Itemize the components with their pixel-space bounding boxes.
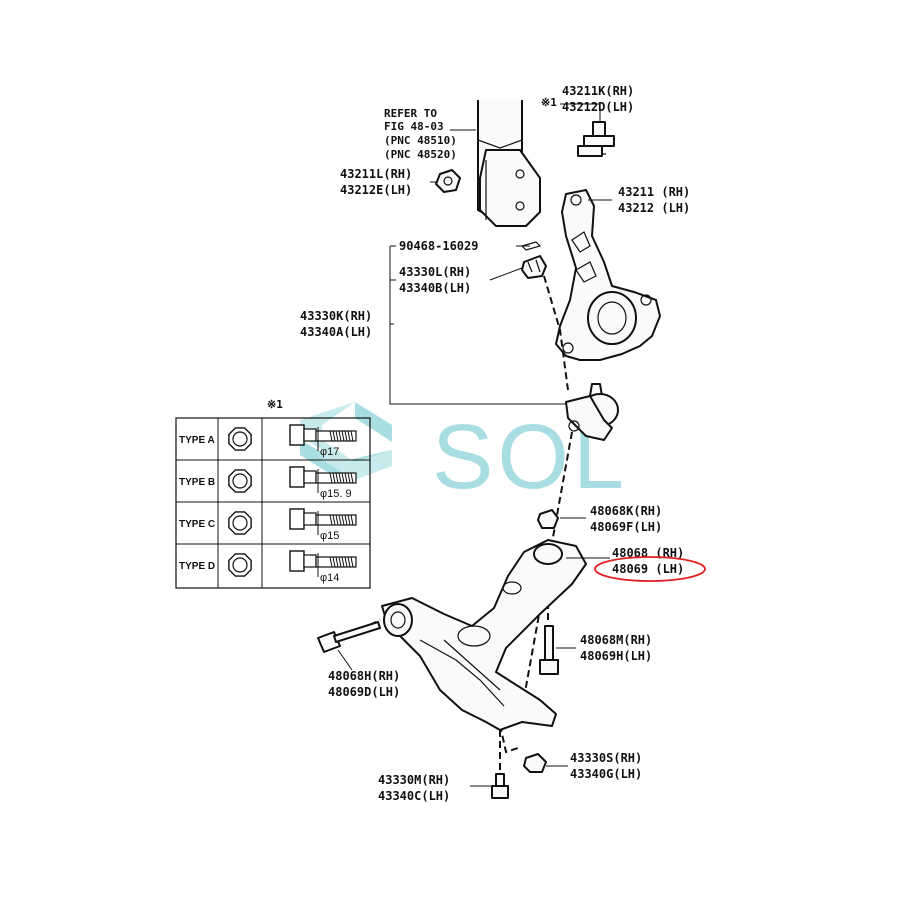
steering-knuckle-part	[555, 189, 661, 361]
callout-castle-nut: 43330L(RH) 43340B(LH)	[399, 265, 471, 295]
callout-bolt-bottom-rh: 43330M(RH)	[378, 773, 450, 787]
highlight-circle	[594, 556, 706, 582]
bolt-diameter: φ14	[320, 572, 339, 584]
type-table-row: TYPE C φ15	[179, 508, 357, 542]
callout-arm-bolt-front-lh: 48069D(LH)	[328, 685, 400, 699]
assembly-path-bottom	[499, 724, 519, 754]
lower-control-arm-part	[381, 539, 587, 731]
callout-arm-bolt-rear-lh: 48069H(LH)	[580, 649, 652, 663]
assembly-path-upper	[543, 275, 569, 391]
refer-note-line2: FIG 48-03	[384, 120, 444, 133]
callout-nut-bottom-lh: 43340G(LH)	[570, 767, 642, 781]
callout-knuckle-lh: 43212 (LH)	[618, 201, 690, 215]
type-label: TYPE A	[179, 435, 215, 446]
nut-face-icon	[228, 553, 252, 577]
callout-bolt-top-rh: 43211K(RH)	[562, 84, 634, 98]
callout-lower-arm: 48068 (RH) 48069 (LH)	[594, 546, 706, 582]
callout-knuckle: 43211 (RH) 43212 (LH)	[618, 185, 690, 215]
arm-bolt-rear-part	[539, 625, 559, 675]
callout-nut-strut-rh: 43211L(RH)	[340, 167, 412, 181]
callout-ball-joint-lh: 43340A(LH)	[300, 325, 372, 339]
callout-nut-strut-lh: 43212E(LH)	[340, 183, 412, 197]
bolt-diameter: φ17	[320, 446, 339, 458]
callout-nut-bottom-rh: 43330S(RH)	[570, 751, 642, 765]
bolt-side-icon	[289, 550, 357, 577]
bolt-bottom-part	[491, 773, 509, 799]
callout-lower-arm-rh: 48068 (RH)	[612, 546, 684, 560]
type-label: TYPE D	[179, 561, 215, 572]
callout-cotter-pin: 90468-16029	[399, 239, 478, 253]
refer-note-line1: REFER TO	[384, 107, 437, 120]
callout-bolt-top-lh: 43212D(LH)	[562, 100, 634, 114]
type-table-row: TYPE D φ14	[179, 550, 357, 584]
type-table-frame	[175, 417, 371, 589]
callout-bolt-bottom: 43330M(RH) 43340C(LH)	[378, 773, 450, 803]
type-label: TYPE B	[179, 477, 215, 488]
bolt-diameter: φ15. 9	[320, 488, 352, 500]
callout-ball-joint-rh: 43330K(RH)	[300, 309, 372, 323]
callout-arm-bolt-front-rh: 48068H(RH)	[328, 669, 400, 683]
leader-lines	[337, 103, 612, 787]
type-table-row: TYPE B φ15. 9	[179, 466, 357, 500]
callout-lower-arm-lh: 48069 (LH)	[612, 562, 684, 576]
note-marker-top: ※1	[541, 96, 557, 109]
callout-arm-bolt-front: 48068H(RH) 48069D(LH)	[328, 669, 400, 699]
type-label: TYPE C	[179, 519, 215, 530]
nut-bottom-part	[523, 753, 547, 773]
cotter-pin-part	[520, 241, 542, 251]
castle-nut-part	[521, 255, 547, 279]
callout-arm-nut-lh: 48069F(LH)	[590, 520, 662, 534]
callout-arm-bolt-rear-rh: 48068M(RH)	[580, 633, 652, 647]
bolt-side-icon	[289, 508, 357, 535]
callout-arm-nut-rh: 48068K(RH)	[590, 504, 662, 518]
callout-castle-nut-lh: 43340B(LH)	[399, 281, 471, 295]
callout-castle-nut-rh: 43330L(RH)	[399, 265, 471, 279]
refer-note-line3: (PNC 48510)	[384, 134, 457, 147]
callout-bolt-bottom-lh: 43340C(LH)	[378, 789, 450, 803]
callout-knuckle-rh: 43211 (RH)	[618, 185, 690, 199]
refer-note: REFER TO FIG 48-03 (PNC 48510) (PNC 4852…	[384, 107, 457, 161]
refer-note-line4: (PNC 48520)	[384, 148, 457, 161]
nut-face-icon	[228, 469, 252, 493]
callout-ball-joint: 43330K(RH) 43340A(LH)	[300, 309, 372, 339]
type-table-row: TYPE A φ17	[179, 424, 357, 458]
nut-face-icon	[228, 427, 252, 451]
strut-assembly	[477, 100, 541, 227]
arm-nut-part	[537, 509, 559, 529]
bolt-top-part	[577, 121, 615, 157]
callout-arm-bolt-rear: 48068M(RH) 48069H(LH)	[580, 633, 652, 663]
ball-joint-part	[565, 383, 619, 441]
arm-bolt-front-part	[317, 621, 381, 653]
bolt-side-icon	[289, 424, 357, 451]
callout-nut-bottom: 43330S(RH) 43340G(LH)	[570, 751, 642, 781]
note-marker-table: ※1	[267, 398, 283, 411]
bolt-side-icon	[289, 466, 357, 493]
bolt-diameter: φ15	[320, 530, 339, 542]
callout-nut-strut: 43211L(RH) 43212E(LH)	[340, 167, 412, 197]
callout-bolt-top: 43211K(RH) 43212D(LH)	[562, 84, 634, 114]
nut-strut-part	[435, 169, 461, 193]
nut-face-icon	[228, 511, 252, 535]
callout-arm-nut: 48068K(RH) 48069F(LH)	[590, 504, 662, 534]
